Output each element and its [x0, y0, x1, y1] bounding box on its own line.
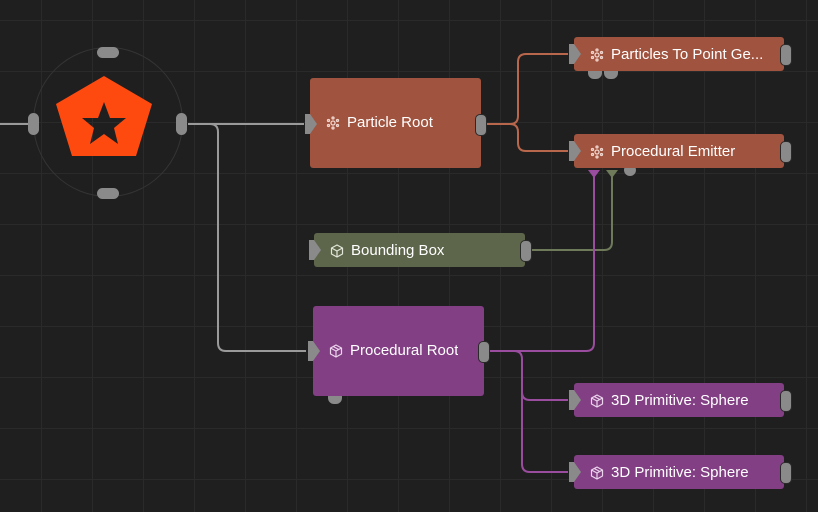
- node-procedural-emitter[interactable]: Procedural Emitter: [574, 134, 784, 168]
- particle-root-output-port[interactable]: [475, 114, 487, 136]
- cube-icon: [330, 243, 344, 258]
- node-procedural-root[interactable]: Procedural Root: [313, 306, 484, 396]
- node-label-procedural-root: Procedural Root: [350, 342, 459, 359]
- node-sphere-2[interactable]: 3D Primitive: Sphere: [574, 455, 784, 489]
- node-label-bounding-box: Bounding Box: [351, 242, 445, 259]
- wire-particle-root-to-particles-to-point: [487, 53, 568, 125]
- procedural-emitter-output-port[interactable]: [780, 141, 792, 163]
- node-label-particles-to-point: Particles To Point Ge...: [611, 46, 764, 63]
- wire-particle-root-to-procedural-emitter: [487, 123, 568, 152]
- procedural-root-output-port[interactable]: [478, 341, 490, 363]
- node-sphere-1[interactable]: 3D Primitive: Sphere: [574, 383, 784, 417]
- root-hub-input-port[interactable]: [28, 113, 39, 135]
- procedural-emitter-input-port[interactable]: [568, 140, 582, 162]
- node-label-particle-root: Particle Root: [347, 114, 433, 131]
- wire-procedural-root-to-emitter: [489, 172, 595, 352]
- node-title: 3D Primitive: Sphere: [590, 392, 749, 409]
- procedural-icon: [590, 393, 604, 408]
- node-bounding-box[interactable]: Bounding Box: [314, 233, 525, 267]
- emitter-input-marker-procedural: [588, 170, 600, 178]
- node-label-sphere-2: 3D Primitive: Sphere: [611, 464, 749, 481]
- notch-star-logo[interactable]: [52, 72, 156, 176]
- particle-root-input-port[interactable]: [304, 113, 318, 135]
- sphere-2-output-port[interactable]: [780, 462, 792, 484]
- node-title: Procedural Emitter: [590, 143, 735, 160]
- particles-to-point-input-port[interactable]: [568, 43, 582, 65]
- node-particles-to-point[interactable]: Particles To Point Ge...: [574, 37, 784, 71]
- particle-icon: [590, 47, 604, 62]
- procedural-icon: [329, 343, 343, 358]
- root-hub-top-tab[interactable]: [97, 47, 119, 58]
- particle-icon: [326, 115, 340, 130]
- emitter-input-marker-bounding: [606, 170, 618, 178]
- bounding-box-output-port[interactable]: [520, 240, 532, 262]
- node-title: 3D Primitive: Sphere: [590, 464, 749, 481]
- sphere-2-input-port[interactable]: [568, 461, 582, 483]
- node-title: Procedural Root: [329, 342, 458, 359]
- root-hub-output-port[interactable]: [176, 113, 187, 135]
- sphere-1-output-port[interactable]: [780, 390, 792, 412]
- bounding-box-input-port[interactable]: [308, 239, 322, 261]
- node-label-sphere-1: 3D Primitive: Sphere: [611, 392, 749, 409]
- wire-root-to-procedural-root: [188, 123, 306, 352]
- wire-bounding-box-to-emitter: [531, 172, 613, 251]
- sphere-1-input-port[interactable]: [568, 389, 582, 411]
- node-label-procedural-emitter: Procedural Emitter: [611, 143, 736, 160]
- particles-to-point-nub-2[interactable]: [604, 71, 618, 79]
- root-hub-bottom-tab[interactable]: [97, 188, 119, 199]
- particle-icon: [590, 144, 604, 159]
- node-title: Bounding Box: [330, 242, 444, 259]
- node-particle-root[interactable]: Particle Root: [310, 78, 481, 168]
- particles-to-point-nub-1[interactable]: [588, 71, 602, 79]
- node-title: Particles To Point Ge...: [590, 46, 763, 63]
- node-title: Particle Root: [326, 114, 433, 131]
- procedural-root-input-port[interactable]: [307, 340, 321, 362]
- procedural-root-nub[interactable]: [328, 396, 342, 404]
- procedural-icon: [590, 465, 604, 480]
- wire-procedural-root-to-sphere-1: [489, 350, 568, 401]
- wire-procedural-root-to-sphere-2: [521, 392, 568, 473]
- particles-to-point-output-port[interactable]: [780, 44, 792, 66]
